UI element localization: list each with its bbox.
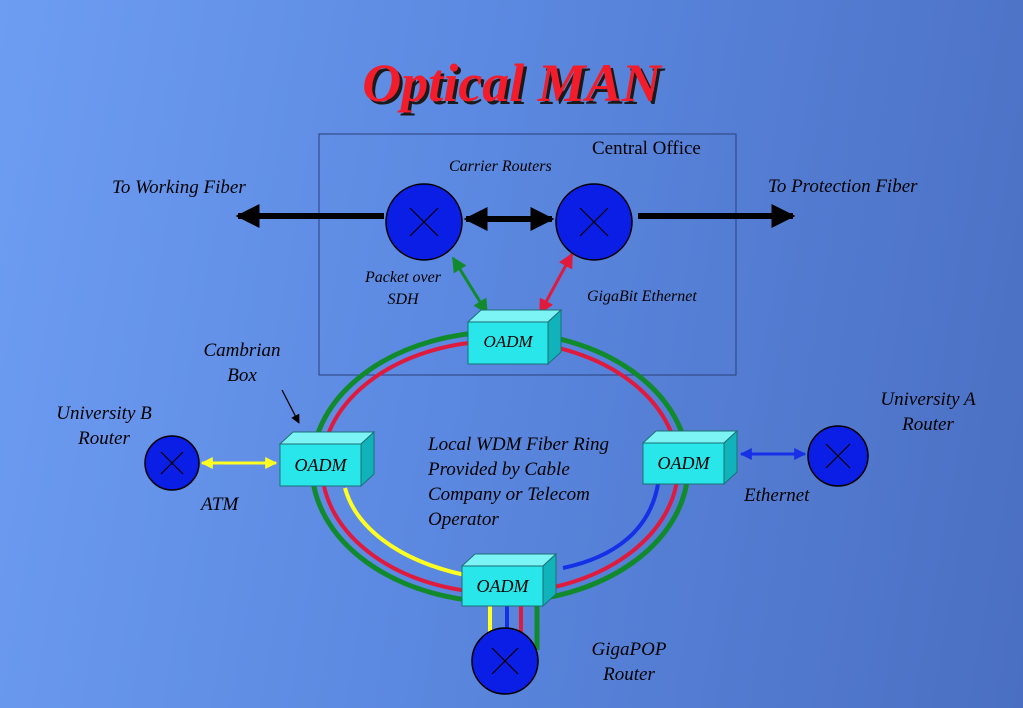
carrier-router-left <box>385 183 463 261</box>
ethernet-label: Ethernet <box>744 485 810 506</box>
page-title: Optical MAN <box>362 53 661 113</box>
oadm-top <box>466 308 563 366</box>
university-b-router-label: University B Router <box>56 403 152 449</box>
ring-segment-yellow <box>343 487 466 577</box>
gigapop-router <box>471 627 539 695</box>
gigapop-router-label: GigaPOP Router <box>591 639 667 685</box>
oadm-left <box>278 430 376 488</box>
carrier-router-right <box>555 183 633 261</box>
oadm-bottom <box>460 552 558 608</box>
university-b-router <box>144 435 200 491</box>
carrier-routers-label: Carrier Routers <box>449 158 552 175</box>
packet-over-sdh-label: Packet over SDH <box>365 269 441 308</box>
packet-over-sdh-link <box>451 256 489 315</box>
gigabit-ethernet-label: GigaBit Ethernet <box>587 288 697 305</box>
ring-segment-blue <box>562 483 660 570</box>
gigabit-ethernet-link <box>538 252 574 315</box>
atm-label: ATM <box>201 494 239 515</box>
central-office-label: Central Office <box>592 138 701 159</box>
cambrian-box-pointer <box>281 389 300 424</box>
university-a-router <box>807 425 869 487</box>
gigapop-drop-lines <box>488 603 540 650</box>
cambrian-box-label: Cambrian Box <box>203 340 281 386</box>
university-a-router-label: University A Router <box>880 389 976 435</box>
oadm-right <box>641 429 739 486</box>
working-fiber-label: To Working Fiber <box>112 177 246 198</box>
protection-fiber-label: To Protection Fiber <box>768 176 918 197</box>
central-office-box <box>318 133 737 376</box>
ring-label: Local WDM Fiber Ring Provided by Cable C… <box>428 434 610 530</box>
